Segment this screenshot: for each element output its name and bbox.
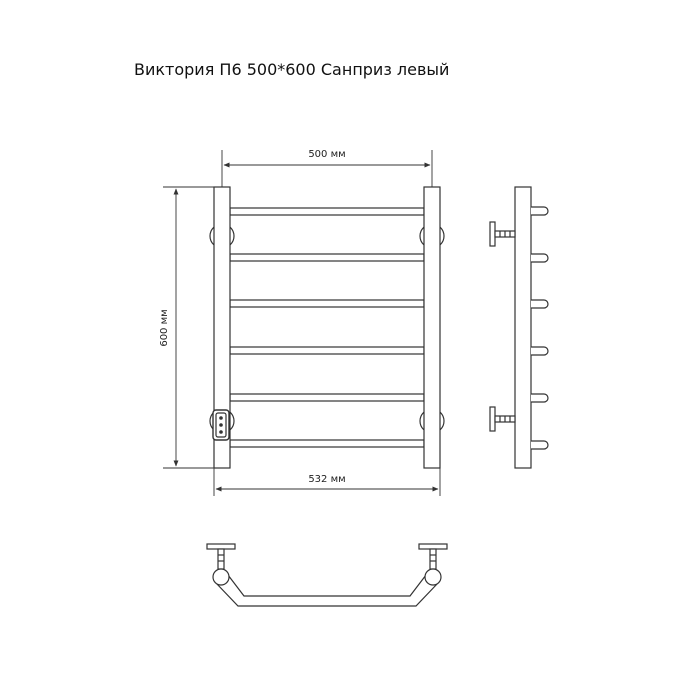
side-post <box>514 186 532 469</box>
top-view-post-right <box>424 568 442 586</box>
dimension-height <box>163 186 214 469</box>
dimension-bottom-width-label: 532 мм <box>308 474 345 485</box>
dimension-top-width <box>221 150 433 187</box>
top-wall-mount-left <box>206 543 236 570</box>
crossbars <box>229 207 425 448</box>
front-view <box>209 186 445 469</box>
top-wall-mount-right <box>418 543 448 570</box>
side-crossbar-stubs <box>531 206 549 450</box>
top-view-frame <box>215 574 439 607</box>
top-view-post-left <box>212 568 230 586</box>
top-view <box>206 543 448 607</box>
dimension-top-width-label: 500 мм <box>308 149 345 160</box>
side-view <box>489 186 549 469</box>
side-wall-mount-top <box>489 221 516 247</box>
dimension-bottom-width <box>213 468 441 496</box>
dimension-height-label: 600 мм <box>159 309 170 346</box>
side-wall-mount-bottom <box>489 406 516 432</box>
product-title: Виктория П6 500*600 Санприз левый <box>134 60 450 79</box>
right-post <box>423 186 441 469</box>
heater-control-box <box>212 409 230 441</box>
